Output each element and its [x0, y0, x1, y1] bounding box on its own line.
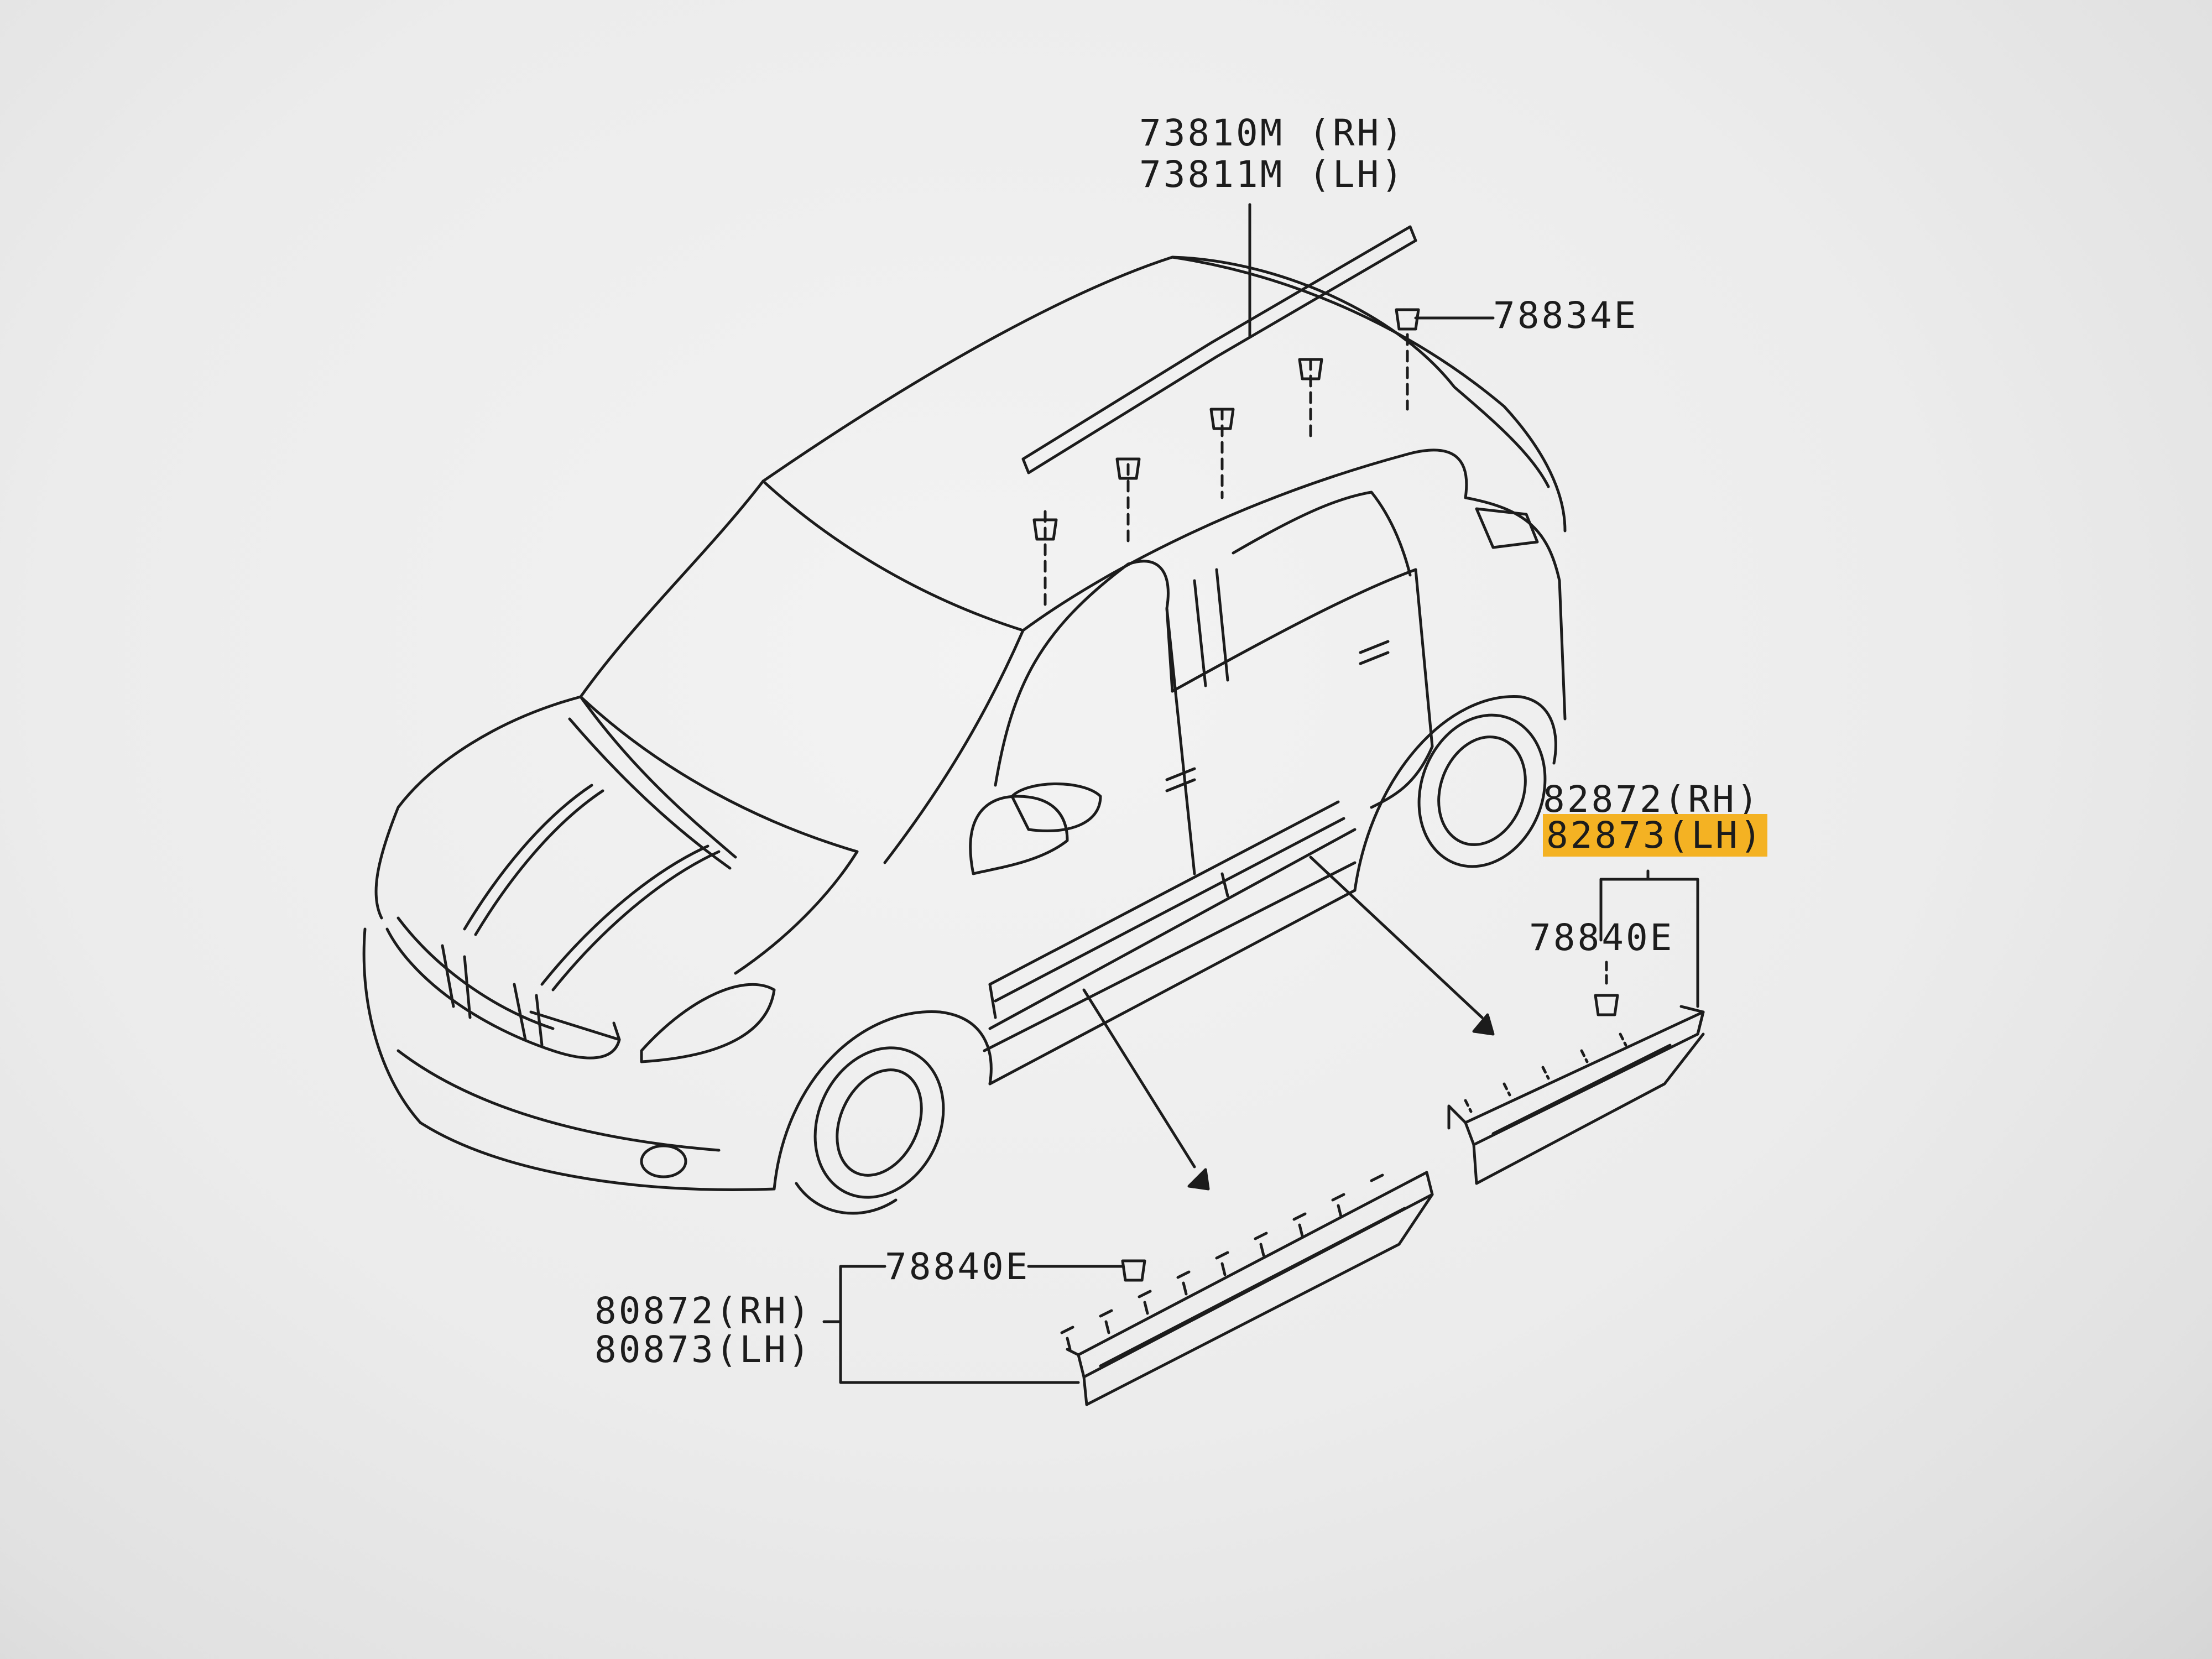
clip-icon: [1121, 1259, 1146, 1282]
label-roof-rail-rh: 73810M (RH): [1139, 112, 1406, 154]
label-roof-rail-lh: 73811M (LH): [1139, 153, 1406, 196]
label-front-sill-clip: 78840E: [885, 1245, 1030, 1288]
clip-icon: [1115, 457, 1141, 480]
label-front-sill-rh: 80872(RH): [594, 1290, 812, 1332]
label-rear-sill-rh: 82872(RH): [1543, 778, 1761, 821]
arrow-icon: [1082, 988, 1210, 1191]
roof-clips: [1032, 308, 1495, 610]
label-roof-clip: 78834E: [1493, 294, 1639, 337]
clip-icon: [1395, 308, 1420, 331]
front-sill-molding: [822, 1171, 1434, 1406]
label-rear-sill-lh: 82873(LH): [1543, 814, 1767, 857]
highlight-marker: 82873(LH): [1543, 814, 1767, 857]
label-rear-sill-clip: 78840E: [1529, 916, 1674, 959]
clip-icon: [1209, 408, 1235, 430]
arrow-icon: [1309, 855, 1495, 1036]
rear-sill-molding: [1447, 869, 1705, 1185]
clip-icon: [1594, 994, 1619, 1016]
clip-icon: [1032, 518, 1058, 541]
roof-rail-molding: [1021, 203, 1417, 474]
clip-icon: [1298, 358, 1323, 380]
vehicle-outline: [362, 255, 1567, 1215]
label-front-sill-lh: 80873(LH): [594, 1328, 812, 1371]
